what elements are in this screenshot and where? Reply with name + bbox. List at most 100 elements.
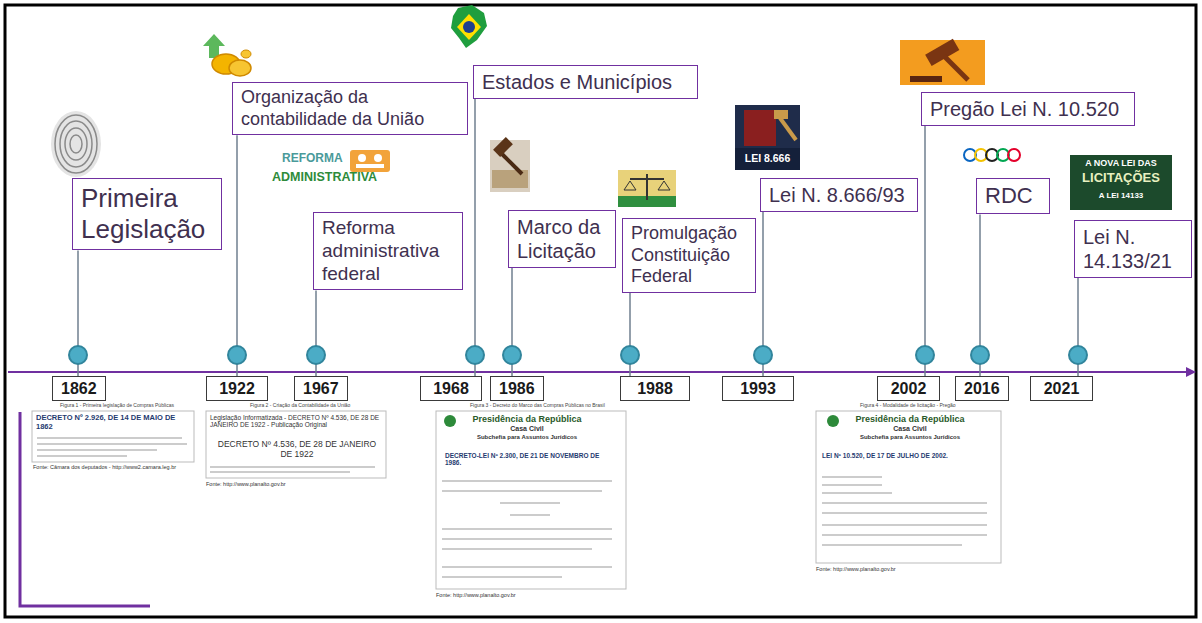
gavel-head [493,137,513,157]
year-box: 1986 [490,376,544,401]
source-note: Fonte: Câmara dos deputados - http://www… [33,464,198,470]
text-line [37,455,127,457]
year-label: 1967 [303,379,339,398]
rdc-logo [964,149,1020,161]
text-line [442,538,612,540]
figure-caption: Figura 3 - Decreto do Marco das Compras … [470,403,630,409]
icon-ground [735,105,800,170]
timeline-dot [307,346,325,364]
text-line [442,480,612,482]
gavel-handle [780,118,796,140]
gavel-handle [944,56,968,80]
flag-globe [463,21,475,33]
timeline-dot [466,346,484,364]
text-line [37,449,157,451]
coins-icon [203,34,251,76]
year-label: 1986 [499,379,535,398]
law-book-icon [735,105,800,170]
year-box: 1988 [620,376,690,401]
document-title: DECRETO Nº 4.536, DE 28 DE JANEIRO DE 19… [212,440,382,460]
year-box: 2016 [955,376,1009,401]
fingerprint-icon [51,111,101,177]
event-text: Organização da contabilidade da União [241,87,459,130]
text-line [510,514,550,516]
timeline-dot [503,346,521,364]
coin [229,60,251,76]
timeline-dot [69,346,87,364]
person-head [358,154,366,162]
document-page [816,411,1001,563]
leader-line [474,99,476,376]
year-label: 1993 [731,379,785,398]
year-box: 2021 [1030,376,1093,401]
gavel-head [774,110,788,119]
timeline-axis [8,371,1186,373]
event-text: RDC [985,183,1041,209]
timeline-dot [621,346,639,364]
event-text: Lei N. 14.133/21 [1083,225,1183,273]
text-line [822,534,987,536]
year-box: 1968 [420,376,482,401]
document-page [32,411,194,462]
fingerprint-ground [51,111,101,177]
event-box: Lei N. 14.133/21 [1074,220,1192,278]
year-label: 1862 [61,379,97,398]
document-title: DECRETO-LEI Nº 2.300, DE 21 DE NOVEMBRO … [445,452,617,467]
fingerprint-ridge [65,128,87,160]
text-line [37,437,182,439]
title-strip [735,148,800,170]
gavel-head [925,39,959,66]
text-line [822,544,962,546]
government-emblem [827,415,839,427]
year-label: 2016 [964,379,1000,398]
document-subheading: Subchefia para Assuntos Jurídicos [462,434,592,441]
leader-line [236,135,238,376]
text-line [822,476,882,478]
event-text: Marco da Licitação [517,215,607,263]
event-box: Primeira Legislação [72,178,222,250]
gavel-base [910,76,942,82]
fingerprint-ridge [55,115,97,173]
timeline-dot [971,346,989,364]
event-box: Organização da contabilidade da União [232,82,468,135]
scales-beam [630,178,664,180]
event-text: Promulgação Constituição Federal [631,223,747,288]
event-box: Reforma administrativa federal [313,212,463,290]
timeline-dot [916,346,934,364]
event-box: Marco da Licitação [508,210,616,268]
document-heading: Presidência da República [845,414,975,424]
source-note: Fonte: http://www.planalto.gov.br [816,566,986,572]
image-ground [618,170,676,207]
axis-arrowhead [1186,367,1196,377]
timeline-dot [228,346,246,364]
figure-caption: Figura 1 - Primeira legislação de Compra… [60,403,192,409]
document-thumbnail [816,411,1001,563]
timeline-dot [1069,346,1087,364]
flag-diamond [457,14,481,40]
clipboard-line [356,164,384,168]
year-box: 1862 [52,376,106,401]
document-subheading: Subchefia para Assuntos Jurídicos [845,434,975,441]
document-thumbnail [206,411,386,478]
text-line [822,502,987,504]
event-box: Pregão Lei N. 10.520 [921,92,1135,126]
year-box: 1993 [722,376,794,401]
icon-text: REFORMA [282,152,348,166]
icon-text: LICITAÇÕES [1072,171,1170,186]
icon-text: A NOVA LEI DAS [1072,158,1170,168]
document-subheading: Casa Civil [845,425,975,433]
text-line [822,484,882,486]
fingerprint-ridge [70,135,82,153]
text-line [442,528,612,530]
coin [241,50,251,58]
year-box: 1922 [206,376,268,401]
icon-text: LEI 8.666 [735,152,800,164]
document-thumbnail [32,411,194,462]
gavel-money-photo [490,137,530,192]
event-box: Lei N. 8.666/93 [760,178,918,212]
gavel-handle [500,152,522,174]
icon-text: ADMINISTRATIVA [272,170,402,184]
event-box: Promulgação Constituição Federal [622,218,756,293]
text-line [442,566,612,568]
